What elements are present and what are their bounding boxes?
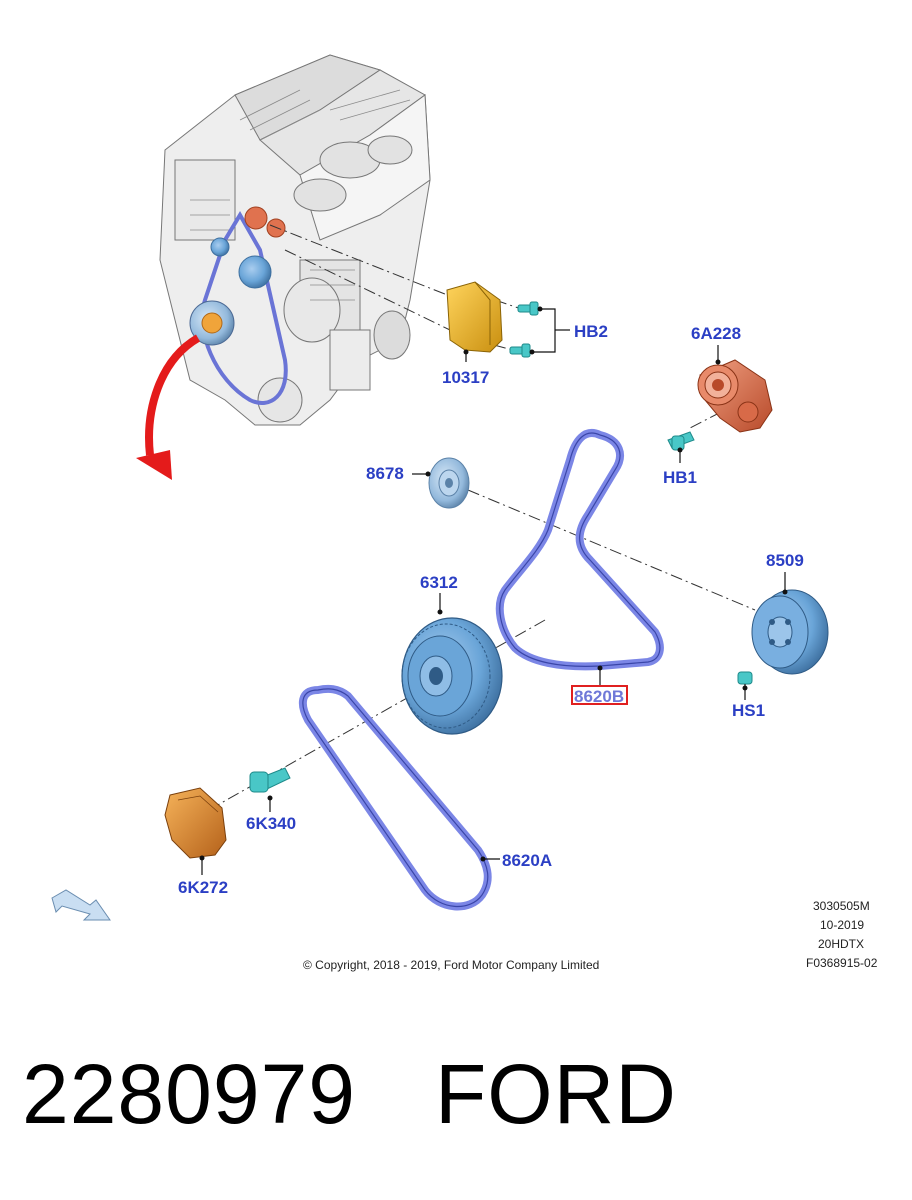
callout-6k272: 6K272: [178, 878, 229, 897]
hb1-bolt: [667, 431, 695, 463]
meta-line-3: 20HDTX: [818, 937, 865, 951]
callout-hs1: HS1: [732, 701, 766, 720]
engine-illustration: [159, 54, 431, 426]
hb2-bolts: [509, 301, 570, 358]
part-number: 2280979: [22, 1047, 357, 1141]
callout-8620b: 8620B: [574, 687, 625, 706]
cover-10317: [446, 281, 503, 362]
meta-line-1: 3030505M: [813, 899, 870, 913]
bolt-6k340: [249, 767, 291, 812]
callout-6312: 6312: [420, 573, 458, 592]
callout-hb1: HB1: [663, 468, 698, 487]
callout-8509: 8509: [766, 551, 804, 570]
meta-line-2: 10-2019: [820, 918, 865, 932]
brand-name: FORD: [435, 1047, 677, 1141]
callout-hb2: HB2: [574, 322, 609, 341]
callout-6a228: 6A228: [691, 324, 742, 343]
diagram-canvas: [51, 54, 829, 921]
meta-line-4: F0368915-02: [806, 956, 878, 970]
idler-8678: [412, 457, 470, 509]
tensioner-6a228: [697, 345, 773, 433]
copyright-notice: © Copyright, 2018 - 2019, Ford Motor Com…: [303, 958, 600, 972]
curved-red-arrow: [136, 334, 201, 480]
view-direction-arrow: [51, 889, 111, 921]
damper-6312: [401, 593, 503, 735]
exploded-diagram: HB2 10317 6A228 HB1 8678 8509 6312 8620B…: [51, 54, 878, 972]
callout-8620a: 8620A: [502, 851, 553, 870]
callout-10317: 10317: [442, 368, 490, 387]
hs1-bolt: [737, 671, 753, 700]
callout-6k340: 6K340: [246, 814, 297, 833]
callout-8678: 8678: [366, 464, 404, 483]
pulley-8509: [751, 572, 829, 675]
belt-8620b: [495, 429, 664, 671]
highlight-box: [571, 685, 628, 705]
cover-6k272: [164, 787, 227, 875]
